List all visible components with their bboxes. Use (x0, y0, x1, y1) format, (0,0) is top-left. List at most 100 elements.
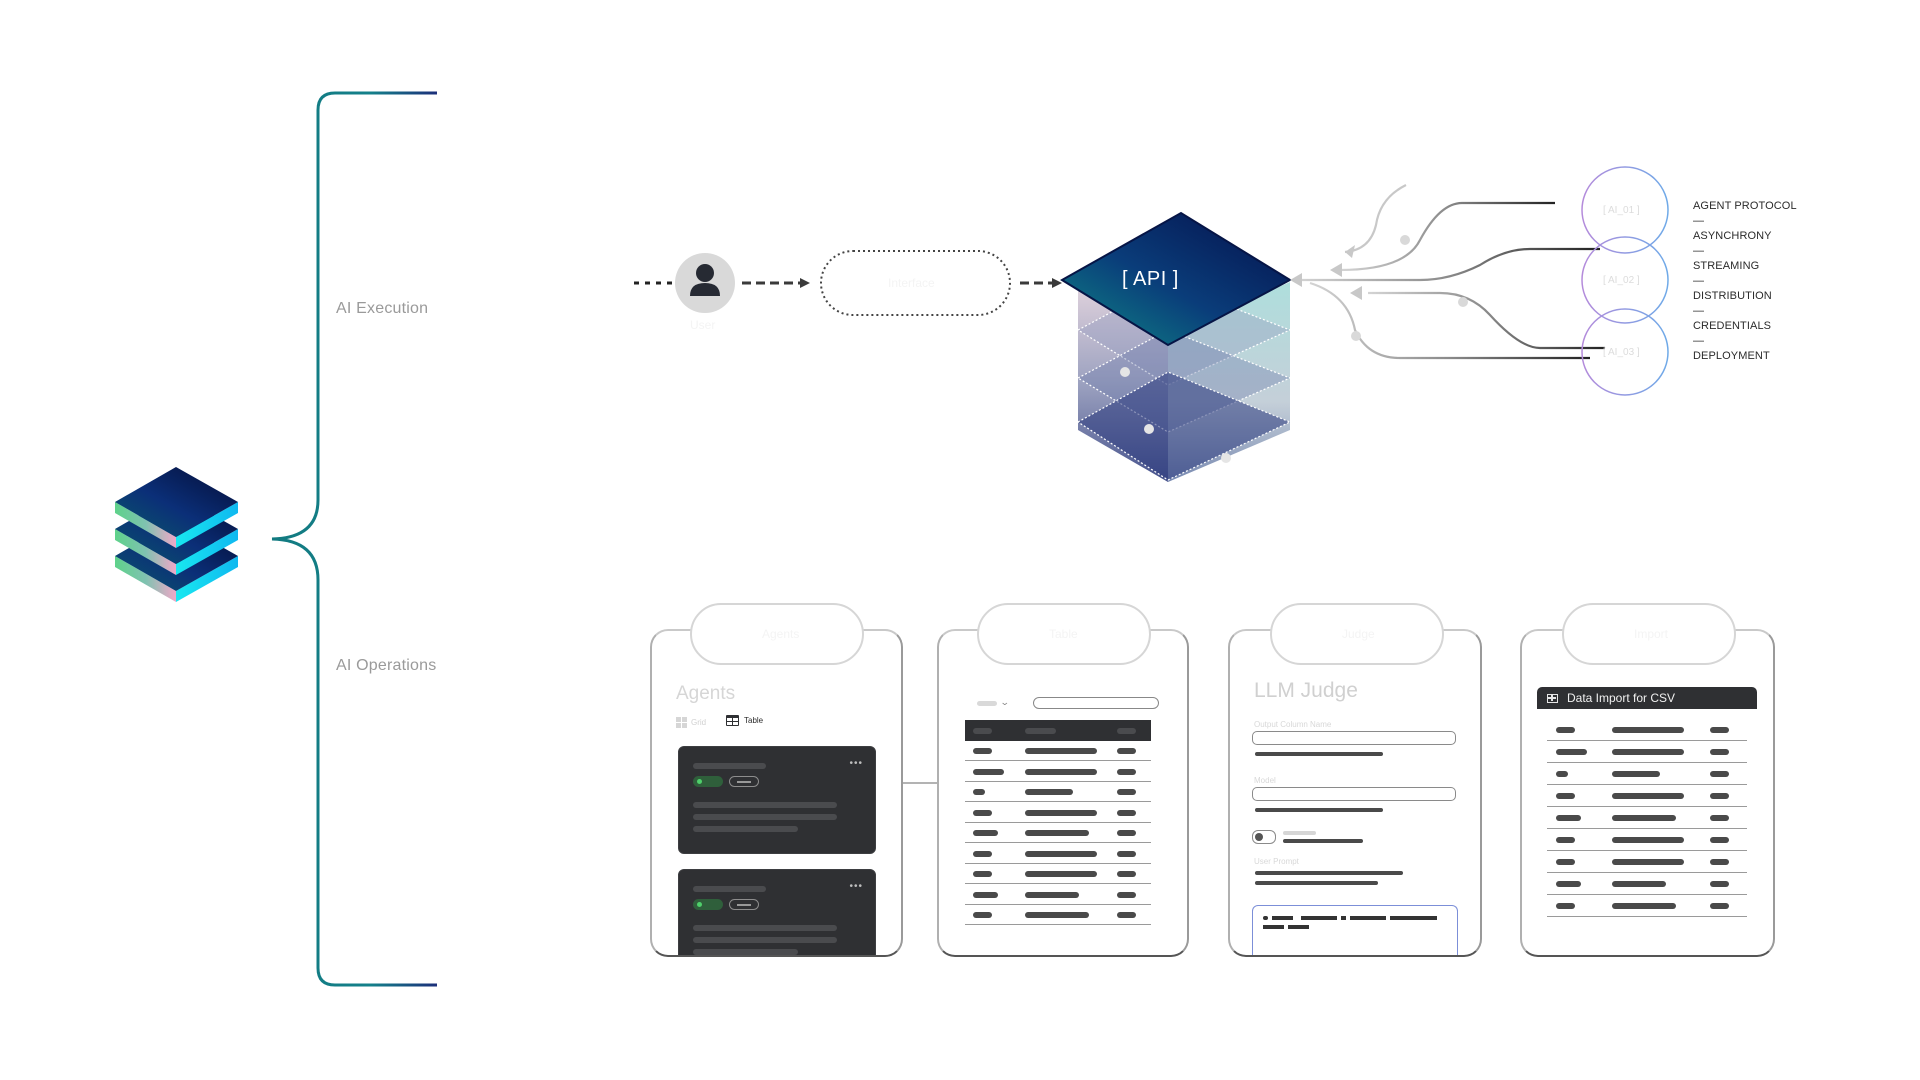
chevron-down-icon[interactable]: ⌄ (999, 697, 1010, 707)
agent-item[interactable]: ••• (678, 869, 876, 955)
row-divider (1547, 828, 1747, 829)
cell-placeholder (1117, 789, 1136, 795)
section-label-execution: AI Execution (336, 300, 429, 317)
row-divider (1547, 762, 1747, 763)
cell-placeholder (973, 850, 992, 857)
agents-card-tab[interactable]: Agents (690, 603, 864, 665)
cell-placeholder (973, 789, 985, 795)
cell-placeholder (1612, 815, 1676, 821)
row-divider (965, 780, 1151, 782)
output-column-input[interactable] (1252, 731, 1456, 745)
cell-placeholder (1710, 749, 1729, 755)
feature-separator: — (1693, 275, 1704, 287)
cell-placeholder (1025, 912, 1089, 918)
agent-node-1[interactable] (1581, 166, 1669, 254)
cell-placeholder (1710, 727, 1729, 733)
prompt-textarea[interactable] (1252, 905, 1458, 955)
cell-placeholder (1612, 749, 1684, 755)
cell-placeholder (1710, 793, 1729, 799)
model-label: Model (1254, 776, 1276, 785)
table-header (965, 720, 1151, 741)
feature-streaming: STREAMING (1693, 260, 1760, 272)
cell-placeholder (1556, 727, 1575, 733)
feature-distribution: DISTRIBUTION (1693, 290, 1772, 302)
cell-placeholder (1117, 768, 1136, 775)
cell-placeholder (1612, 771, 1660, 777)
cell-placeholder (1612, 837, 1684, 843)
cell-placeholder (1556, 815, 1581, 821)
row-divider (965, 760, 1151, 762)
cell-placeholder (1117, 891, 1136, 898)
agent-node-2-label: [ AI_02 ] (1603, 275, 1640, 286)
cell-placeholder (1025, 891, 1079, 898)
csv-import-card[interactable]: Data Import for CSV (1520, 629, 1775, 957)
filter-select[interactable] (977, 701, 997, 706)
user-caption: User (690, 318, 716, 332)
view-toggle-table[interactable]: Table (726, 715, 763, 726)
feature-agent-protocol: AGENT PROTOCOL (1693, 200, 1797, 212)
csv-tab-caption: Import (1634, 627, 1669, 641)
user-node[interactable] (675, 253, 735, 313)
row-divider (965, 821, 1151, 823)
user-prompt-label: User Prompt (1254, 857, 1299, 866)
cell-placeholder (1612, 859, 1684, 865)
agent-node-1-label: [ AI_01 ] (1603, 205, 1640, 216)
cell-placeholder (1612, 903, 1676, 909)
table-tab-caption: Table (1049, 627, 1078, 641)
cell-placeholder (1612, 881, 1666, 887)
agent-node-3[interactable] (1581, 308, 1669, 396)
cell-placeholder (1117, 830, 1136, 836)
view-toggle-grid[interactable]: Grid (676, 717, 706, 728)
model-input[interactable] (1252, 787, 1456, 801)
row-divider (1547, 806, 1747, 807)
table-icon (726, 715, 739, 726)
cell-placeholder (1612, 727, 1684, 733)
cell-placeholder (1710, 771, 1729, 777)
agents-tab-caption: Agents (762, 627, 800, 641)
gateway-node[interactable] (820, 250, 1011, 316)
cell-placeholder (1710, 903, 1729, 909)
feature-separator: — (1693, 215, 1704, 227)
llm-judge-card[interactable]: LLM Judge Output Column Name Model User … (1228, 629, 1482, 957)
cell-placeholder (1556, 771, 1568, 777)
tag-chip (729, 899, 759, 910)
table-card[interactable]: ⌄ (937, 629, 1189, 957)
agent-node-3-label: [ AI_03 ] (1603, 347, 1640, 358)
llm-judge-card-tab[interactable]: Judge (1270, 603, 1444, 665)
cell-placeholder (1556, 859, 1575, 865)
toggle-switch[interactable] (1252, 830, 1276, 844)
agent-node-2[interactable] (1581, 236, 1669, 324)
api-stack[interactable] (1060, 211, 1293, 482)
table-label: Table (744, 716, 764, 725)
more-icon[interactable]: ••• (849, 881, 863, 892)
row-divider (1547, 872, 1747, 873)
csv-import-card-tab[interactable]: Import (1562, 603, 1736, 665)
platform-logo-icon (115, 467, 238, 602)
feature-credentials: CREDENTIALS (1693, 320, 1772, 332)
table-icon (1547, 693, 1558, 703)
row-divider (1547, 894, 1747, 895)
grid-label: Grid (691, 718, 707, 727)
cell-placeholder (1710, 859, 1729, 865)
agent-item[interactable]: ••• (678, 746, 876, 854)
cell-placeholder (1612, 793, 1684, 799)
cell-placeholder (1025, 850, 1097, 857)
cell-placeholder (1117, 748, 1136, 754)
search-input[interactable] (1033, 697, 1159, 709)
tag-chip (729, 776, 759, 787)
table-card-tab[interactable]: Table (977, 603, 1151, 665)
status-chip (693, 776, 723, 787)
cell-placeholder (1556, 903, 1575, 909)
row-divider (965, 903, 1151, 905)
row-divider (1547, 850, 1747, 851)
agents-card[interactable]: Agents Grid Table ••• ••• (650, 629, 903, 957)
cell-placeholder (1556, 749, 1587, 755)
more-icon[interactable]: ••• (849, 758, 863, 769)
section-bracket (271, 91, 437, 987)
cell-placeholder (1710, 881, 1729, 887)
row-divider (1547, 740, 1747, 741)
row-divider (965, 801, 1151, 803)
cell-placeholder (973, 830, 998, 836)
agents-title: Agents (676, 683, 736, 704)
cell-placeholder (1025, 748, 1097, 754)
